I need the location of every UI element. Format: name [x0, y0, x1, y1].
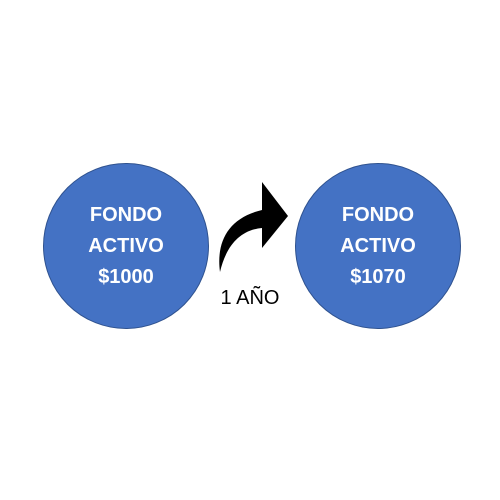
start-fund-line1: FONDO	[89, 203, 163, 226]
start-fund-amount: $1000	[98, 265, 154, 288]
end-fund-circle: FONDO ACTIVO $1070	[295, 163, 461, 329]
end-fund-line2: ACTIVO	[340, 234, 416, 257]
transition-label: 1 AÑO	[220, 287, 280, 309]
end-fund-line1: FONDO	[341, 203, 415, 226]
start-fund-circle: FONDO ACTIVO $1000	[43, 163, 209, 329]
end-fund-amount: $1070	[350, 265, 406, 288]
curved-arrow-shape	[219, 182, 288, 272]
start-fund-line2: ACTIVO	[88, 234, 164, 257]
curved-arrow-right-icon	[219, 182, 288, 272]
